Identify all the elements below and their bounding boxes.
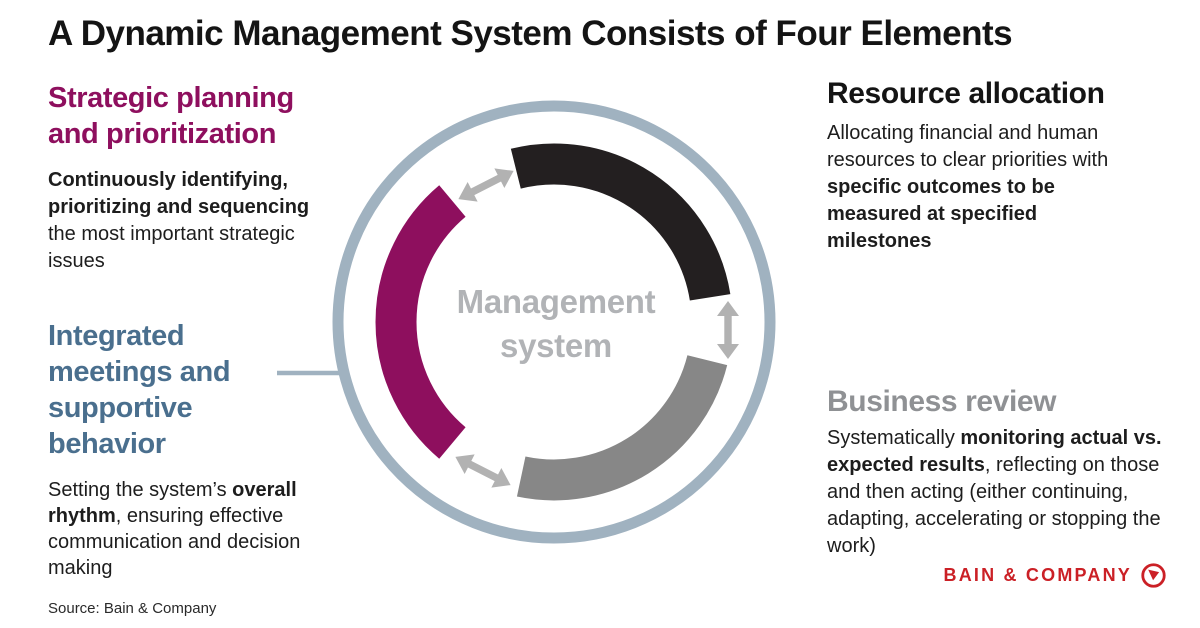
body-integrated-pre: Setting the system’s: [48, 479, 233, 501]
body-integrated-meetings: Setting the system’s overall rhythm, ens…: [48, 477, 336, 581]
bain-compass-icon: [1141, 563, 1166, 588]
center-label-line2: system: [500, 327, 612, 364]
heading-integrated-meetings: Integrated meetings and supportive behav…: [48, 320, 231, 460]
body-strategic-planning: Continuously identifying, prioritizing a…: [48, 167, 310, 275]
body-business-rest: , reflecting on those and then acting (e…: [827, 454, 1161, 557]
body-resource-allocation: Allocating financial and human resources…: [827, 120, 1145, 255]
page-title: A Dynamic Management System Consists of …: [48, 14, 1013, 53]
heading-resource-allocation: Resource allocation: [827, 77, 1105, 110]
double-arrow-icon: [455, 454, 511, 488]
source-note: Source: Bain & Company: [48, 600, 217, 617]
double-arrow-icon: [717, 301, 739, 359]
center-label: Management system: [404, 280, 708, 368]
body-business-bold: monitoring actual vs. expected results: [827, 427, 1162, 476]
outer-ring-integrated-meetings-arc: [332, 100, 776, 544]
body-strategic-bold: Continuously identifying, prioritizing a…: [48, 169, 310, 218]
double-arrow-icon: [458, 168, 514, 202]
body-business-review: Systematically monitoring actual vs. exp…: [827, 425, 1175, 560]
body-strategic-rest: the most important strategic issues: [48, 223, 295, 272]
body-resource-pre: Allocating financial and human resources…: [827, 122, 1109, 171]
heading-business-review: Business review: [827, 385, 1057, 418]
body-integrated-bold: overall rhythm: [48, 479, 297, 527]
bain-wordmark: BAIN & COMPANY: [943, 565, 1132, 585]
body-business-pre: Systematically: [827, 427, 961, 449]
body-integrated-rest: , ensuring effective communication and d…: [48, 505, 301, 579]
center-label-line1: Management: [456, 283, 656, 320]
heading-strategic-planning: Strategic planning and prioritization: [48, 82, 294, 150]
business-review-arc: [516, 354, 728, 501]
bain-company-logo: BAIN & COMPANY: [944, 563, 1166, 588]
resource-allocation-arc: [510, 143, 731, 301]
body-resource-bold: specific outcomes to be measured at spec…: [827, 176, 1055, 252]
strategic-planning-arc: [375, 185, 466, 459]
